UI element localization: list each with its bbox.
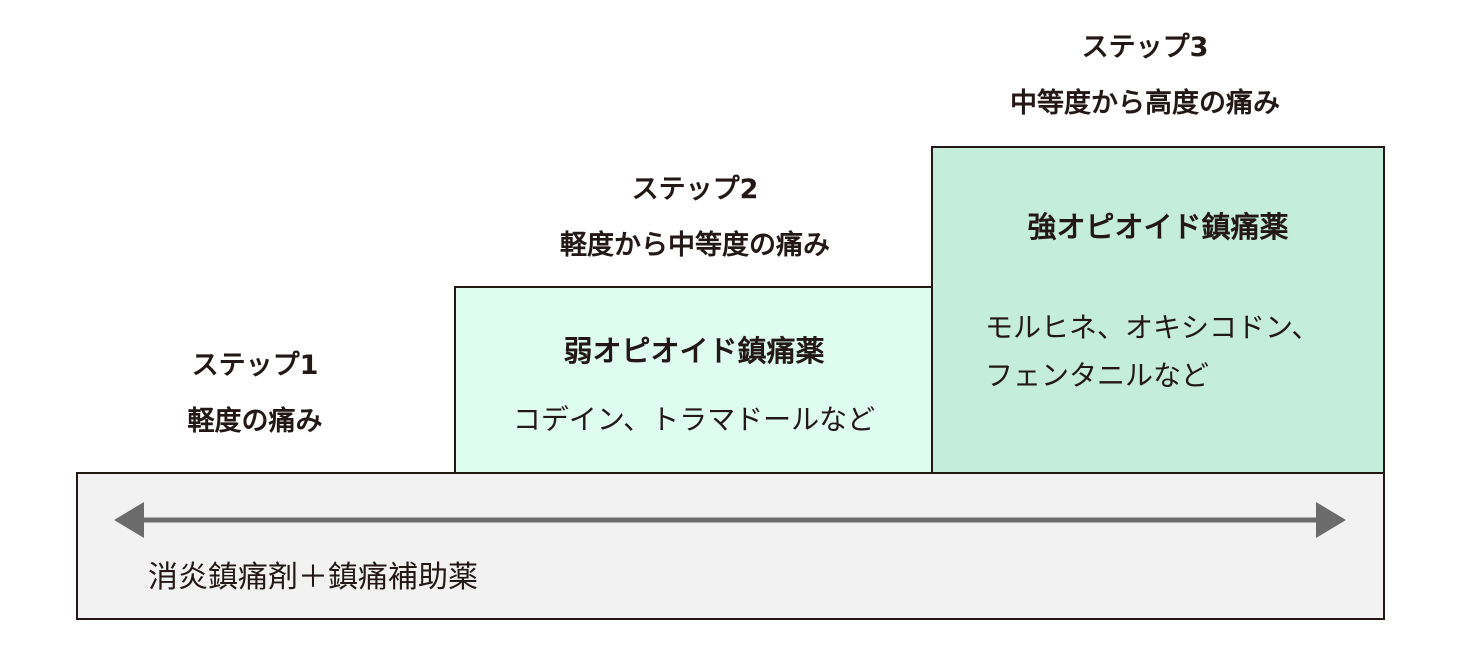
step3-drug-examples: モルヒネ、オキシコドン、 フェンタニルなど (985, 304, 1319, 400)
step3-label: ステップ3 (1081, 32, 1209, 63)
double-headed-arrow-icon (114, 502, 1346, 538)
step3-drug-examples-line1: モルヒネ、オキシコドン、 (985, 311, 1320, 344)
step3-box: 強オピオイド鎮痛薬 モルヒネ、オキシコドン、 フェンタニルなど (931, 146, 1385, 474)
step3-drug-class: 強オピオイド鎮痛薬 (1027, 210, 1289, 244)
step2-label: ステップ2 (631, 174, 759, 205)
base-box: 消炎鎮痛剤＋鎮痛補助薬 (76, 472, 1385, 620)
step1-pain-level: 軽度の痛み (187, 406, 323, 437)
base-therapy-label: 消炎鎮痛剤＋鎮痛補助薬 (148, 560, 478, 595)
step3-heading: ステップ3 中等度から高度の痛み (940, 20, 1350, 132)
step2-heading: ステップ2 軽度から中等度の痛み (480, 162, 910, 274)
step2-box: 弱オピオイド鎮痛薬 (454, 286, 934, 474)
step1-heading: ステップ1 軽度の痛み (140, 338, 370, 450)
step3-pain-level: 中等度から高度の痛み (1010, 88, 1280, 119)
step2-drug-class: 弱オピオイド鎮痛薬 (563, 334, 825, 368)
step2-pain-level: 軽度から中等度の痛み (560, 230, 830, 261)
step1-label: ステップ1 (191, 350, 319, 381)
step2-drug-examples: コデイン、トラマドールなど (512, 403, 876, 436)
step3-drug-examples-line2: フェンタニルなど (985, 359, 1210, 392)
